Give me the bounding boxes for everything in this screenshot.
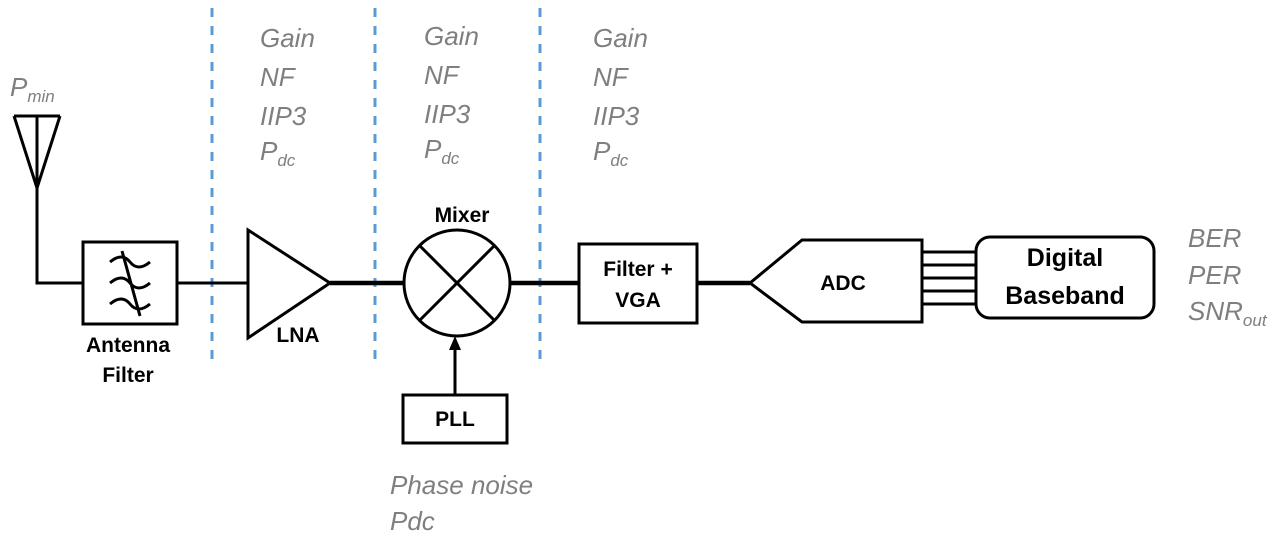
mixer-stage-params: Gain NF IIP3 Pdc	[424, 21, 479, 168]
vga-pdc-label: Pdc	[593, 136, 629, 170]
adc-label: ADC	[820, 272, 866, 295]
vga-stage-params: Gain NF IIP3 Pdc	[593, 23, 648, 170]
digital-baseband-block	[974, 235, 1156, 320]
output-metrics: BER PER SNRout	[1188, 223, 1268, 330]
mixer-gain-label: Gain	[424, 21, 479, 51]
baseband-label-line1: Digital	[1027, 244, 1103, 272]
bandpass-filter-icon	[109, 250, 151, 317]
vga-iip3-label: IIP3	[593, 101, 640, 131]
lna-triangle	[246, 227, 333, 341]
mixer-iip3-label: IIP3	[424, 99, 471, 129]
mixer-label: Mixer	[435, 204, 490, 227]
pll-arrowhead-icon	[449, 336, 461, 350]
per-label: PER	[1188, 260, 1241, 290]
pll-params: Phase noise Pdc	[390, 470, 533, 536]
lna-nf-label: NF	[260, 62, 297, 92]
mixer-pdc-label: Pdc	[424, 134, 460, 168]
mixer-nf-label: NF	[424, 60, 461, 90]
antenna-feed-wire	[35, 188, 83, 285]
baseband-label-line2: Baseband	[1005, 282, 1124, 310]
filter-vga-label-line2: VGA	[615, 289, 661, 312]
pll-label: PLL	[435, 408, 475, 431]
pll-pdc-label: Pdc	[390, 506, 435, 536]
lna-gain-label: Gain	[260, 23, 315, 53]
ber-label: BER	[1188, 223, 1241, 253]
antenna-filter-label-line1: Antenna	[86, 334, 170, 357]
pll-phase-noise-label: Phase noise	[390, 470, 533, 500]
adc-block	[747, 238, 924, 324]
lna-pdc-label: Pdc	[260, 136, 296, 170]
filter-vga-label-line1: Filter +	[603, 258, 672, 281]
vga-gain-label: Gain	[593, 23, 648, 53]
digital-bus	[922, 250, 976, 306]
snr-out-label: SNRout	[1188, 296, 1268, 330]
mixer-symbol	[402, 228, 512, 338]
input-power-label: Pmin	[10, 72, 55, 106]
filter-vga-block	[577, 242, 699, 325]
antenna-filter-label-line2: Filter	[102, 364, 153, 387]
antenna-icon	[12, 114, 62, 189]
lna-stage-params: Gain NF IIP3 Pdc	[260, 23, 315, 170]
lna-label: LNA	[276, 324, 319, 347]
vga-nf-label: NF	[593, 62, 630, 92]
lna-iip3-label: IIP3	[260, 101, 307, 131]
